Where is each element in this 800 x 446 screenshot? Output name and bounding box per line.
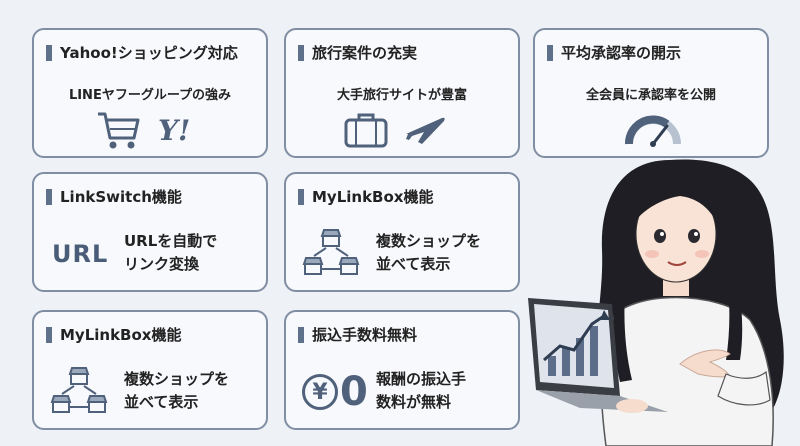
card-title-text: MyLinkBox機能 [60, 326, 182, 344]
desc-line-1: URLを自動で [124, 232, 218, 250]
card-transfer-fee: 振込手数料無料 ¥ 0 報酬の振込手 数料が無料 [284, 310, 520, 430]
url-icon: URL [52, 240, 109, 268]
woman-with-laptop-illustration [520, 150, 800, 446]
left-eye [654, 229, 666, 243]
desc-line-2: リンク変換 [124, 255, 200, 273]
card-subtitle: 全会員に承認率を公開 [585, 88, 716, 103]
zero-digit: 0 [340, 369, 368, 415]
yen-symbol: ¥ [302, 374, 338, 410]
card-travel: 旅行案件の充実 大手旅行サイトが豊富 [284, 28, 520, 158]
desc-line-1: 複数ショップを [124, 370, 230, 388]
airplane-icon [402, 110, 446, 150]
store-network-icon [48, 362, 110, 418]
card-mylinkbox: MyLinkBox機能 複数ショップを 並べて表示 [32, 310, 268, 430]
card-title-text: LinkSwitch機能 [60, 188, 182, 206]
card-title: LinkSwitch機能 [46, 186, 258, 207]
desc-line-2: 数料が無料 [376, 393, 452, 411]
desc-line-1: 複数ショップを [376, 232, 482, 250]
mouth [667, 261, 687, 266]
desc-line-2: 並べて表示 [124, 393, 199, 411]
suitcase-icon [344, 112, 388, 148]
card-title: 平均承認率の開示 [547, 42, 759, 63]
card-approval-rate: 平均承認率の開示 全会員に承認率を公開 [533, 28, 769, 158]
card-title: MyLinkBox機能 [298, 186, 510, 207]
card-mylinkbox: MyLinkBox機能 複数ショップを 並べて表示 [284, 172, 520, 292]
desc-line-2: 並べて表示 [376, 255, 451, 273]
card-title: 振込手数料無料 [298, 324, 510, 345]
card-title-text: MyLinkBox機能 [312, 188, 434, 206]
gauge-icon [623, 112, 683, 148]
store-network-icon [300, 224, 362, 280]
desc-line-1: 報酬の振込手 [376, 370, 467, 388]
card-yahoo-shopping: Yahoo!ショッピング対応 LINEヤフーグループの強み Y! [32, 28, 268, 158]
card-title-text: 振込手数料無料 [312, 326, 418, 344]
left-hand [616, 399, 648, 413]
right-hand [679, 349, 731, 378]
card-title-text: Yahoo!ショッピング対応 [60, 44, 238, 62]
right-sleeve [717, 370, 771, 406]
card-title: MyLinkBox機能 [46, 324, 258, 345]
bangs [636, 177, 718, 224]
yahoo-logo-icon: Y! [158, 114, 191, 147]
right-eye [688, 229, 700, 243]
card-title-text: 旅行案件の充実 [312, 44, 418, 62]
card-title-text: 平均承認率の開示 [561, 44, 682, 62]
laptop-chart-icon [543, 310, 610, 376]
card-subtitle: LINEヤフーグループの強み [68, 88, 232, 103]
card-linkswitch: LinkSwitch機能 URL URLを自動で リンク変換 [32, 172, 268, 292]
card-subtitle: 大手旅行サイトが豊富 [336, 88, 467, 103]
cart-icon [96, 110, 142, 152]
card-title: 旅行案件の充実 [298, 42, 510, 63]
card-title: Yahoo!ショッピング対応 [46, 42, 258, 63]
yen-zero-icon: ¥ 0 [302, 372, 368, 412]
